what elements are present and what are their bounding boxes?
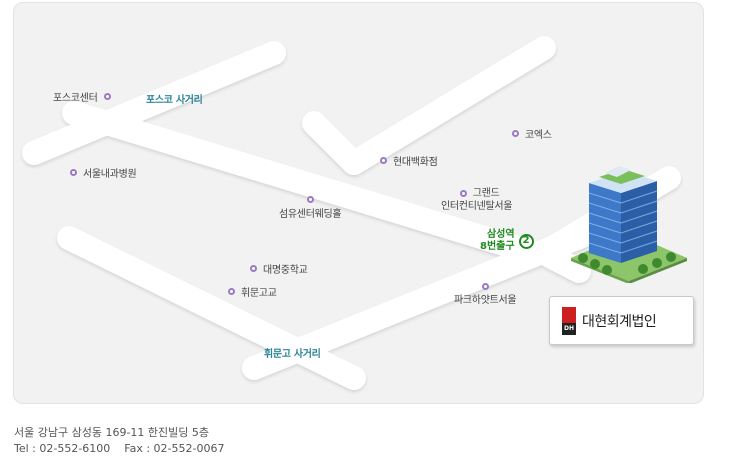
intersection-hwimungo: 휘문고 사거리 bbox=[264, 349, 321, 360]
location-pin-icon bbox=[103, 93, 111, 100]
poi-label: 포스코센터 bbox=[53, 93, 98, 104]
poi-label: 서울내과병원 bbox=[83, 169, 137, 180]
location-pin-icon bbox=[380, 157, 387, 164]
location-pin-icon bbox=[70, 169, 77, 176]
intersection-posco: 포스코 사거리 bbox=[146, 95, 203, 106]
location-pin-icon bbox=[512, 130, 519, 137]
location-pin-icon bbox=[481, 283, 489, 290]
road-teheran bbox=[22, 41, 286, 165]
road-north-lower bbox=[302, 111, 366, 175]
location-pin-icon bbox=[459, 190, 467, 197]
poi-grand-intercontinental: 그랜드 인터컨티넨탈서울 bbox=[441, 187, 513, 213]
poi-label: 휘문고교 bbox=[241, 288, 277, 299]
poi-label-line1: 그랜드 bbox=[472, 188, 500, 199]
road-hyundai bbox=[342, 36, 556, 175]
poi-posco-center: 포스코센터 bbox=[53, 89, 117, 104]
samsung-station-exit: 삼성역 8번출구 2 bbox=[480, 229, 534, 253]
poi-label: 현대백화점 bbox=[393, 157, 438, 168]
location-pin-icon bbox=[250, 265, 257, 272]
phone-fax-text: Tel : 02-552-6100 Fax : 02-552-0067 bbox=[14, 442, 225, 455]
company-logo: DH bbox=[562, 306, 576, 335]
road-short-east bbox=[532, 241, 591, 283]
station-exit-label: 8번출구 bbox=[480, 241, 515, 252]
company-label: DH 대현회계법인 bbox=[549, 296, 694, 345]
address-text: 서울 강남구 삼성동 169-11 한진빌딩 5층 bbox=[14, 426, 210, 439]
subway-line-badge: 2 bbox=[518, 233, 534, 249]
poi-hyundai-dept: 현대백화점 bbox=[374, 153, 438, 168]
office-building-icon bbox=[571, 166, 687, 283]
poi-daemyung: 대명중학교 bbox=[244, 261, 308, 276]
poi-seoul-clinic: 서울내과병원 bbox=[64, 165, 137, 180]
poi-label-line2: 인터컨티넨탈서울 bbox=[441, 201, 513, 212]
poi-label: 섬유센터웨딩홀 bbox=[279, 209, 342, 220]
poi-park-hyatt: 파크하얏트서울 bbox=[454, 283, 517, 307]
poi-hwimun-high: 휘문고교 bbox=[222, 284, 277, 299]
poi-label: 코엑스 bbox=[525, 130, 552, 141]
contact-info: 서울 강남구 삼성동 169-11 한진빌딩 5층 Tel : 02-552-6… bbox=[14, 425, 224, 457]
poi-label: 파크하얏트서울 bbox=[454, 295, 517, 306]
poi-textile-center: 섬유센터웨딩홀 bbox=[279, 196, 342, 221]
poi-coex: 코엑스 bbox=[506, 126, 552, 141]
poi-label: 대명중학교 bbox=[263, 265, 308, 276]
road-diagonal-main bbox=[62, 101, 546, 265]
company-name: 대현회계법인 bbox=[582, 313, 657, 330]
location-map: 포스코 사거리 휘문고 사거리 포스코센터 서울내과병원 코엑스 현대백화점 그… bbox=[13, 2, 704, 404]
location-pin-icon bbox=[228, 288, 235, 295]
road-network bbox=[22, 36, 681, 390]
location-pin-icon bbox=[306, 196, 314, 203]
station-name: 삼성역 bbox=[486, 229, 515, 240]
